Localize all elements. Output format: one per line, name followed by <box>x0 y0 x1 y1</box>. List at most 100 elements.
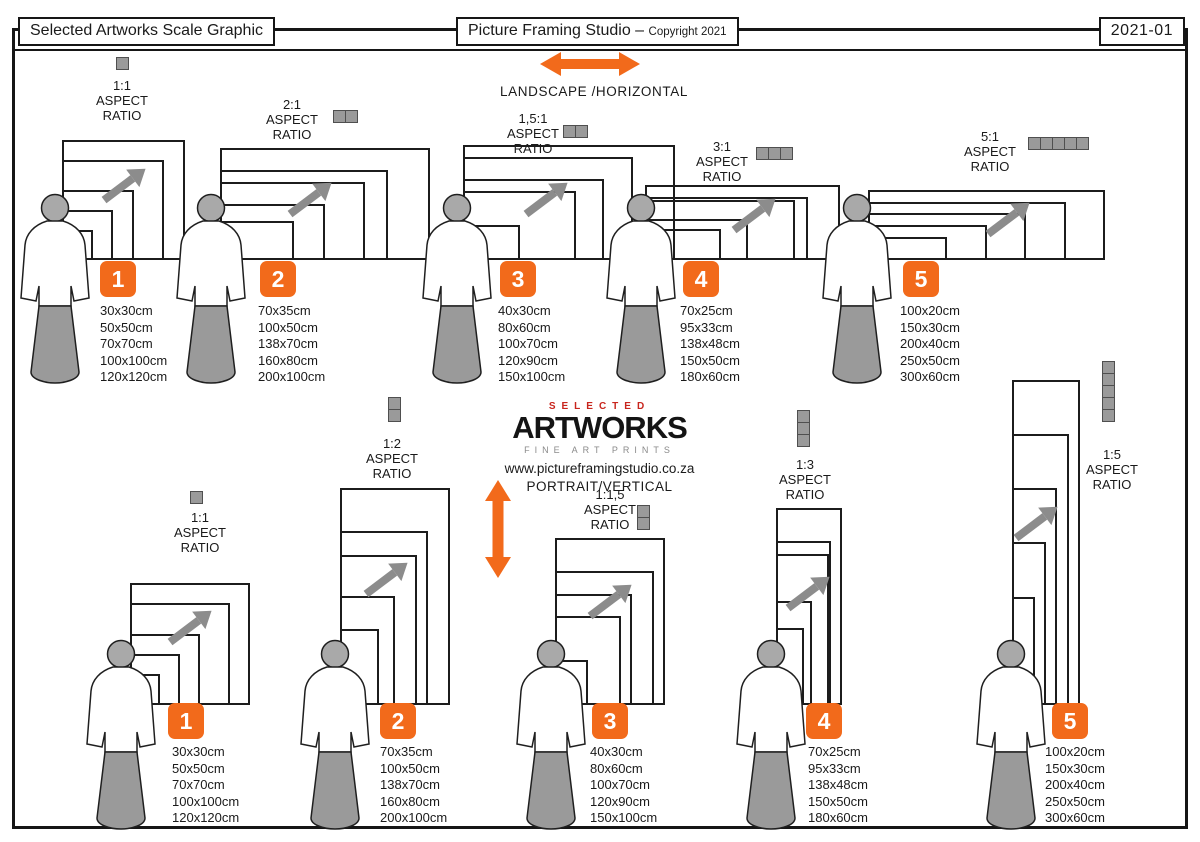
copyright-text: Copyright 2021 <box>648 26 727 38</box>
size-item: 40x30cm <box>498 303 551 318</box>
logo-subtitle-text: FINE ART PRINTS <box>524 445 675 455</box>
size-item: 120x90cm <box>590 793 650 809</box>
size-item: 200x40cm <box>900 336 960 351</box>
ratio-value: 1:2 <box>382 436 402 451</box>
ratio-square <box>797 434 810 447</box>
size-item: 200x100cm <box>380 810 448 825</box>
size-item: 70x70cm <box>172 777 225 792</box>
size-item: 95x33cm <box>680 319 733 335</box>
ratio-value: 1:1 <box>190 510 210 525</box>
size-item: 80x60cm <box>498 319 551 335</box>
landscape-double-arrow-icon <box>540 51 640 82</box>
header-divider-line <box>12 49 1188 51</box>
ratio-value: 1:1 <box>112 78 132 93</box>
size-item: 70x35cm <box>380 744 433 759</box>
person-figure <box>172 192 250 384</box>
person-figure <box>82 638 160 830</box>
size-item: 160x80cm <box>380 793 440 809</box>
size-item: 300x60cm <box>900 369 960 384</box>
size-item: 250x50cm <box>900 352 960 368</box>
ratio-square <box>637 517 650 530</box>
aspect-ratio-icon <box>333 110 358 123</box>
person-figure <box>296 638 374 830</box>
size-item: 138x48cm <box>808 777 868 792</box>
person-figure <box>602 192 680 384</box>
ratio-value: 3:1 <box>712 139 732 154</box>
growth-arrow-icon <box>162 604 218 655</box>
person-figure <box>418 192 496 384</box>
ratio-word: RATIO <box>702 169 742 184</box>
size-item: 138x70cm <box>380 777 440 792</box>
group-number-badge: 5 <box>1052 703 1088 739</box>
size-item: 100x20cm <box>1045 744 1105 759</box>
group-number-badge: 4 <box>806 703 842 739</box>
ratio-word: RATIO <box>180 540 220 555</box>
portrait-heading: PORTRAIT/VERTICAL <box>526 479 673 494</box>
brand-block: SELECTED ARTWORKS FINE ART PRINTS www.pi… <box>492 401 707 494</box>
aspect-ratio-icon <box>1028 137 1089 150</box>
person-figure <box>972 638 1050 830</box>
aspect-ratio-icon <box>388 397 401 422</box>
size-item: 95x33cm <box>808 760 861 776</box>
size-item: 160x80cm <box>258 352 318 368</box>
size-item: 150x50cm <box>808 793 868 809</box>
ratio-value: 1,5:1 <box>518 111 548 126</box>
ratio-value: 1:5 <box>1102 447 1122 462</box>
aspect-word: ASPECT <box>583 502 636 517</box>
size-item: 40x30cm <box>590 744 643 759</box>
aspect-word: ASPECT <box>365 451 418 466</box>
aspect-word: ASPECT <box>963 144 1016 159</box>
size-item: 70x25cm <box>680 303 733 318</box>
ratio-word: RATIO <box>272 127 312 142</box>
group-number-badge: 2 <box>260 261 296 297</box>
growth-arrow-icon <box>726 192 782 243</box>
aspect-word: ASPECT <box>506 126 559 141</box>
size-item: 180x60cm <box>680 369 740 384</box>
size-item: 100x100cm <box>172 793 240 809</box>
aspect-ratio-icon <box>797 410 810 447</box>
group-number-badge: 1 <box>168 703 204 739</box>
ratio-square <box>116 57 129 70</box>
size-item: 300x60cm <box>1045 810 1105 825</box>
size-item: 138x48cm <box>680 336 740 351</box>
size-item: 200x100cm <box>258 369 326 384</box>
size-item: 50x50cm <box>172 760 225 776</box>
size-item: 150x30cm <box>900 319 960 335</box>
size-item: 150x30cm <box>1045 760 1105 776</box>
aspect-ratio-icon <box>116 57 129 70</box>
ratio-square <box>345 110 358 123</box>
group-number-badge: 3 <box>500 261 536 297</box>
size-item: 100x50cm <box>258 319 318 335</box>
size-item: 100x100cm <box>100 352 168 368</box>
ratio-square <box>575 125 588 138</box>
ratio-value: 1:3 <box>795 457 815 472</box>
growth-arrow-icon <box>518 176 574 227</box>
ratio-square <box>190 491 203 504</box>
size-item: 120x90cm <box>498 352 558 368</box>
size-item: 138x70cm <box>258 336 318 351</box>
size-item: 100x70cm <box>498 336 558 351</box>
size-item: 100x70cm <box>590 777 650 792</box>
person-figure <box>512 638 590 830</box>
logo-selected-text: SELECTED <box>548 401 651 412</box>
group-number-badge: 1 <box>100 261 136 297</box>
size-item: 30x30cm <box>100 303 153 318</box>
studio-title-box: Picture Framing Studio – Copyright 2021 <box>456 17 739 46</box>
aspect-word: ASPECT <box>173 525 226 540</box>
